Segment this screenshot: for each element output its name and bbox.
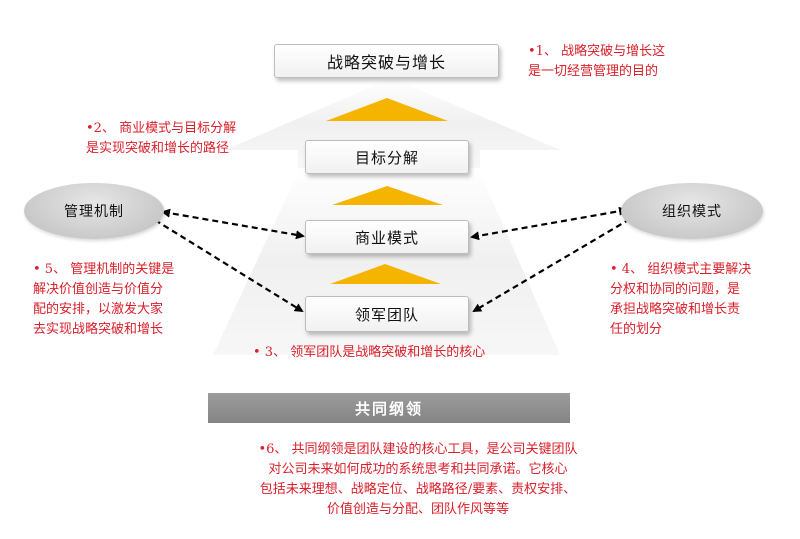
note-5: • 5、 管理机制的关键是 解决价值创造与价值分 配的安排，以激发大家 去实现战… bbox=[33, 260, 174, 340]
note-5-line: • 5、 管理机制的关键是 bbox=[33, 262, 175, 277]
yellow-triangle-top bbox=[326, 98, 448, 121]
note-4-line: 分权和协同的问题，是 bbox=[610, 282, 741, 297]
leading-team-box: 领军团队 bbox=[305, 296, 469, 332]
common-charter-bar: 共同纲领 bbox=[208, 393, 570, 423]
note-2-line: 是实现突破和增长的路径 bbox=[86, 141, 230, 156]
yellow-triangle-bottom bbox=[330, 264, 441, 284]
note-4: • 4、 组织模式主要解决 分权和协同的问题，是 承担战略突破和增长责 任的划分 bbox=[610, 260, 751, 340]
connector-right-to-business bbox=[470, 206, 628, 241]
note-4-line: 任的划分 bbox=[610, 322, 663, 337]
connector-right-to-team bbox=[472, 218, 631, 313]
note-3: • 3、 领军团队是战略突破和增长的核心 bbox=[253, 343, 485, 363]
note-5-line: 解决价值创造与价值分 bbox=[33, 282, 164, 297]
note-5-line: 去实现战略突破和增长 bbox=[33, 322, 164, 337]
yellow-triangle-middle bbox=[332, 186, 443, 205]
note-4-line: 承担战略突破和增长责 bbox=[610, 302, 741, 317]
management-mechanism-ellipse: 管理机制 bbox=[24, 183, 164, 239]
note-2: •2、 商业模式与目标分解 是实现突破和增长的路径 bbox=[86, 119, 236, 159]
note-6-line: 价值创造与分配、团队作风等等 bbox=[326, 502, 509, 517]
goal-decomposition-box: 目标分解 bbox=[305, 140, 469, 174]
note-6: •6、 共同纲领是团队建设的核心工具，是公司关键团队 对公司未来如何成功的系统思… bbox=[208, 440, 628, 520]
organization-model-ellipse: 组织模式 bbox=[621, 183, 763, 239]
connector-left-to-team bbox=[154, 219, 304, 313]
note-6-line: •6、 共同纲领是团队建设的核心工具，是公司关键团队 bbox=[258, 442, 578, 457]
connector-left-to-business bbox=[161, 208, 305, 240]
note-2-line: •2、 商业模式与目标分解 bbox=[86, 121, 237, 136]
business-model-box: 商业模式 bbox=[305, 220, 469, 254]
note-3-line: • 3、 领军团队是战略突破和增长的核心 bbox=[253, 345, 486, 360]
note-6-line: 包括未来理想、战略定位、战略路径/要素、责权安排、 bbox=[259, 482, 577, 497]
note-1-line: •1、 战略突破与增长这 bbox=[528, 44, 666, 59]
note-5-line: 配的安排，以激发大家 bbox=[33, 302, 164, 317]
note-1: •1、 战略突破与增长这 是一切经营管理的目的 bbox=[528, 42, 665, 82]
note-4-line: • 4、 组织模式主要解决 bbox=[610, 262, 752, 277]
note-6-line: 对公司未来如何成功的系统思考和共同承诺。它核心 bbox=[268, 462, 568, 477]
note-1-line: 是一切经营管理的目的 bbox=[528, 64, 659, 79]
top-goal-box: 战略突破与增长 bbox=[274, 44, 499, 78]
